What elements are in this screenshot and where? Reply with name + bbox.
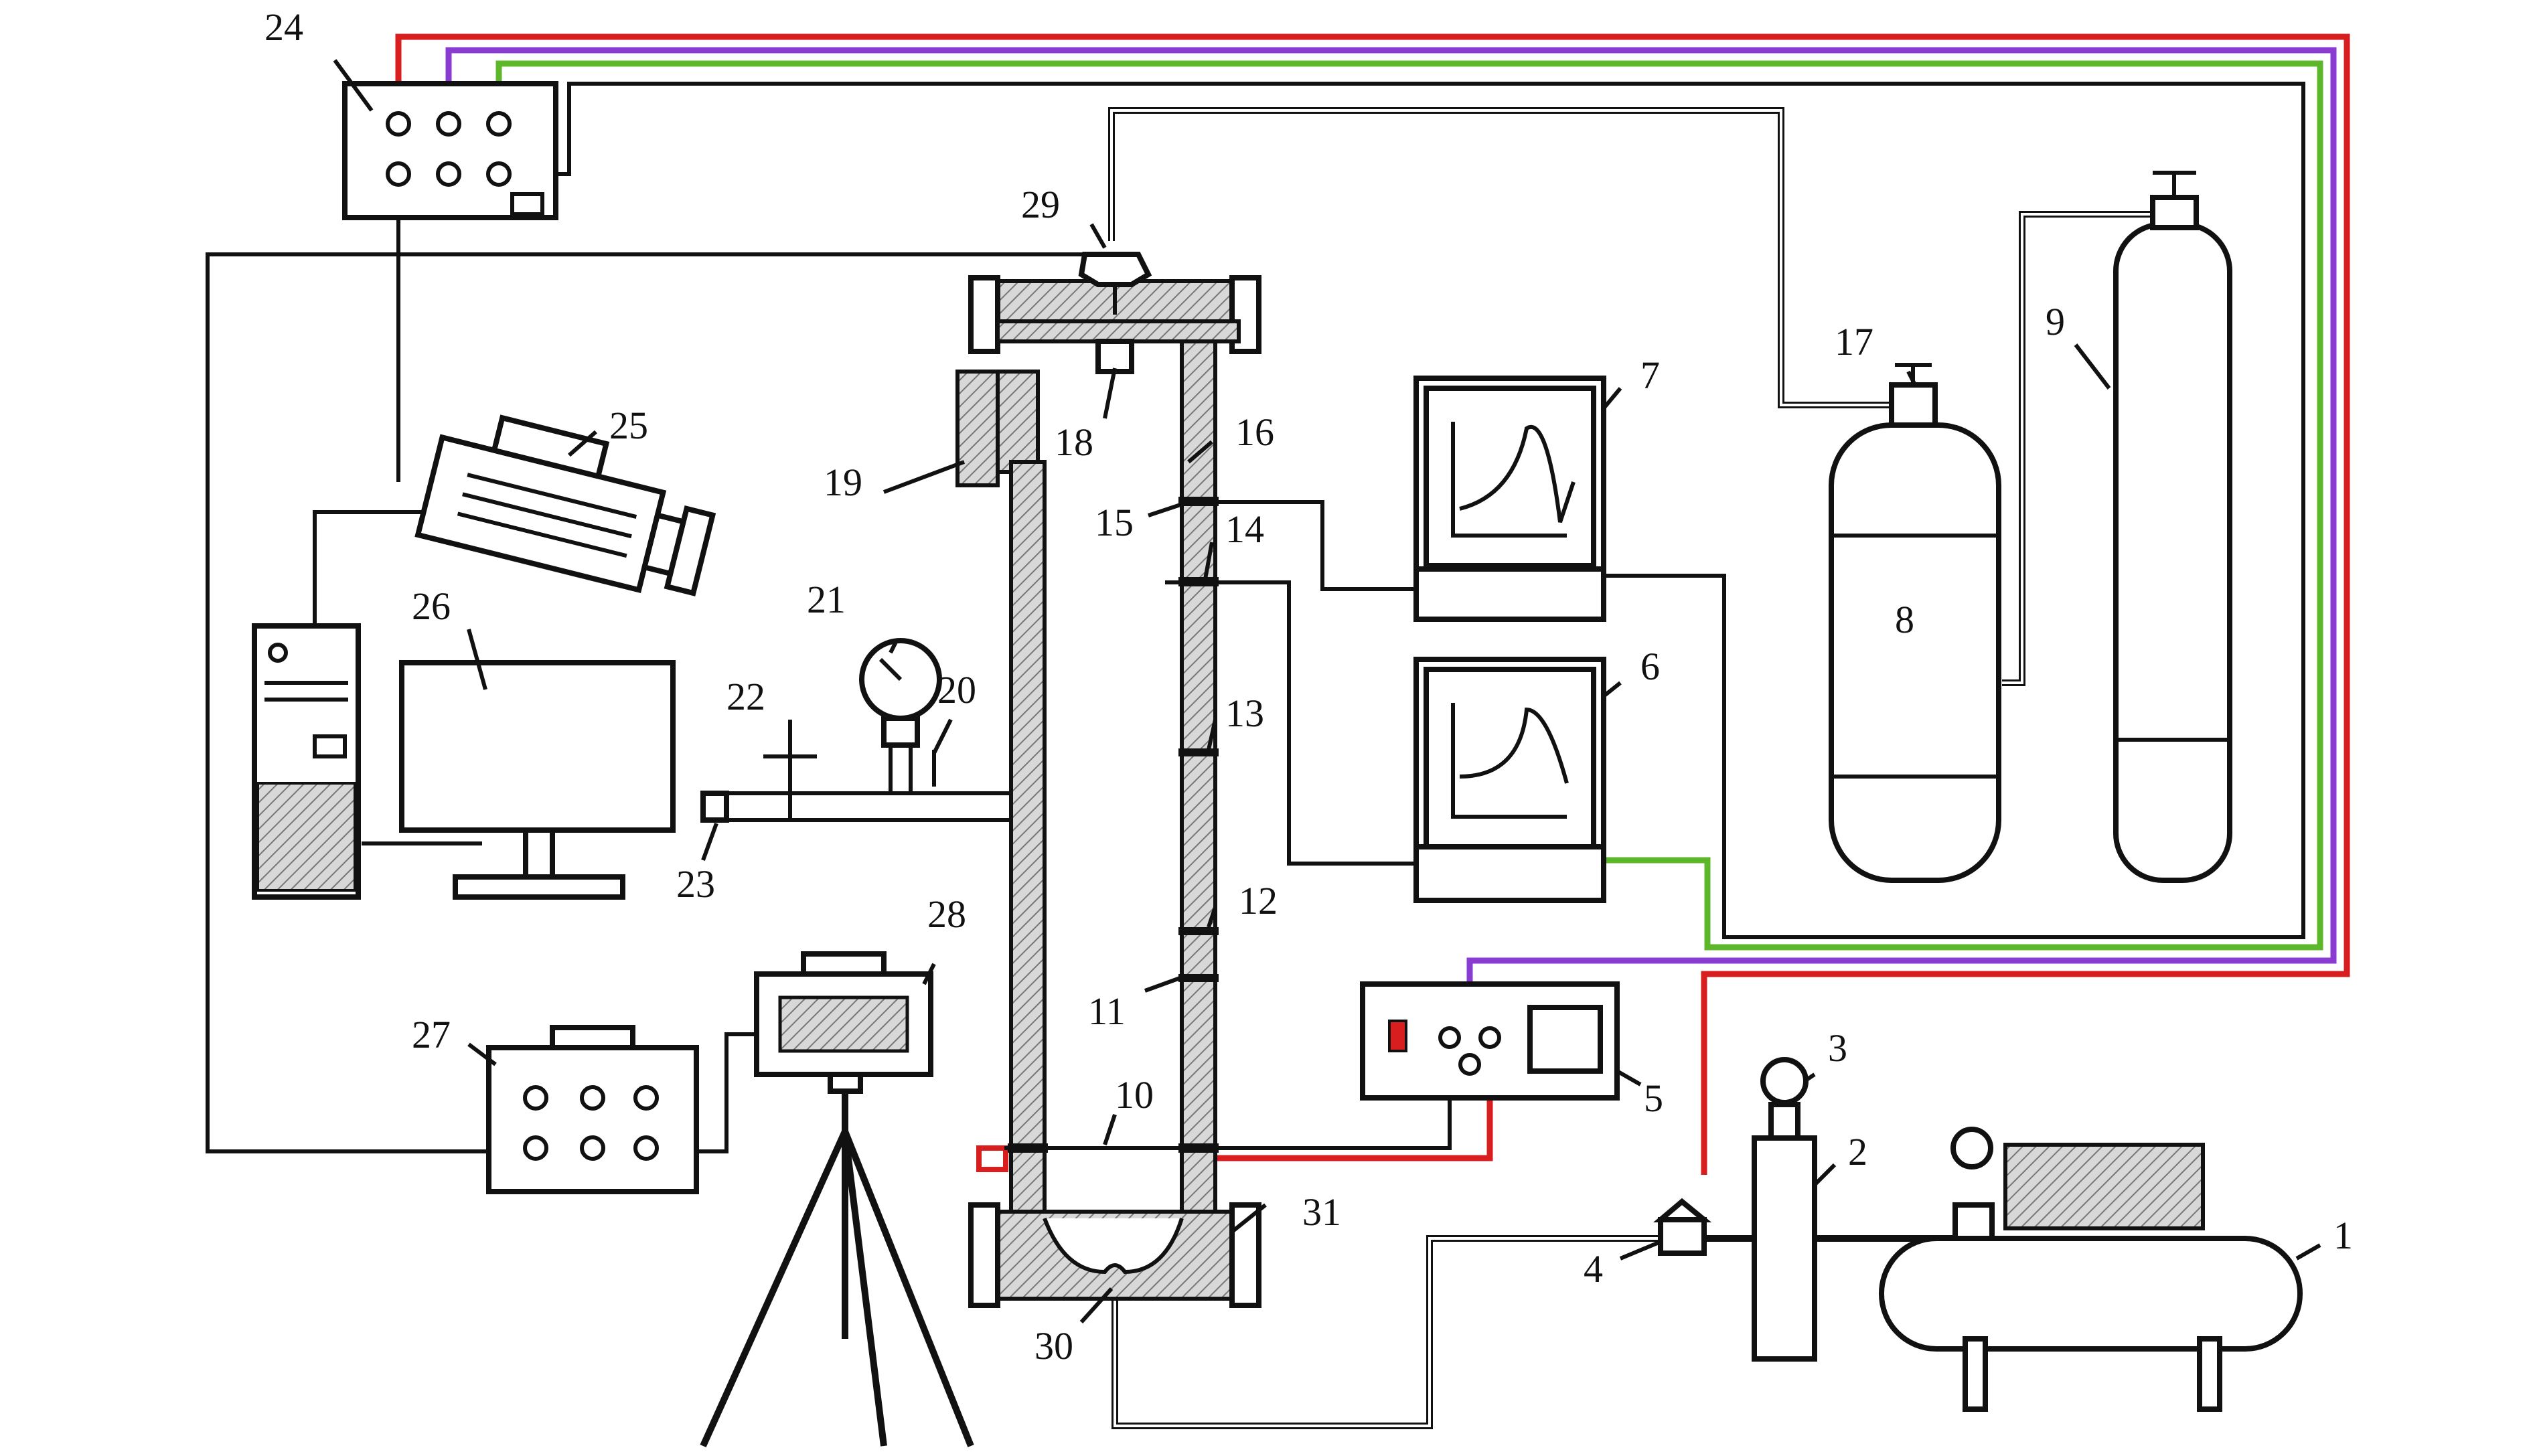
label-7: 7 bbox=[1640, 353, 1660, 397]
label-2: 2 bbox=[1848, 1130, 1867, 1174]
label-3: 3 bbox=[1828, 1026, 1847, 1070]
label-22: 22 bbox=[726, 675, 765, 718]
label-4: 4 bbox=[1584, 1247, 1603, 1291]
signal-generator-5 bbox=[1360, 981, 1620, 1101]
light-source-27 bbox=[486, 1025, 699, 1194]
label-8: 8 bbox=[1895, 598, 1914, 641]
leader-lines bbox=[333, 59, 2321, 1324]
label-23: 23 bbox=[676, 862, 715, 906]
inlet-gauge bbox=[700, 638, 942, 823]
label-21: 21 bbox=[807, 578, 846, 621]
red-wire bbox=[395, 33, 2350, 1175]
label-17: 17 bbox=[1835, 320, 1873, 363]
label-9: 9 bbox=[2046, 300, 2065, 343]
label-15: 15 bbox=[1095, 501, 1134, 544]
cylinder-9 bbox=[2113, 171, 2232, 883]
label-12: 12 bbox=[1239, 879, 1278, 922]
computer-26 bbox=[252, 623, 676, 900]
cylinder-8 bbox=[1829, 363, 2001, 883]
label-19: 19 bbox=[824, 461, 862, 504]
oscilloscope-6 bbox=[1413, 657, 1606, 903]
synchronizer-24 bbox=[342, 81, 558, 220]
red-wire-end-cap bbox=[976, 1145, 1008, 1172]
label-5: 5 bbox=[1644, 1076, 1663, 1120]
lamp-tripod-28 bbox=[700, 951, 974, 1448]
filter-2 bbox=[1653, 1057, 1817, 1362]
green-wire bbox=[495, 60, 2323, 951]
oscilloscope-7 bbox=[1413, 376, 1606, 622]
number-labels: 1 2 3 4 5 6 7 8 9 10 11 12 13 14 15 16 1… bbox=[264, 5, 2353, 1368]
detonation-tube bbox=[955, 252, 1261, 1308]
label-18: 18 bbox=[1055, 420, 1093, 464]
label-27: 27 bbox=[412, 1013, 451, 1056]
label-11: 11 bbox=[1088, 989, 1126, 1033]
purple-wire bbox=[445, 47, 2337, 1068]
label-16: 16 bbox=[1235, 410, 1274, 454]
label-28: 28 bbox=[927, 892, 966, 936]
connection-lines bbox=[206, 82, 2305, 1429]
label-31: 31 bbox=[1302, 1190, 1341, 1234]
label-13: 13 bbox=[1225, 692, 1264, 735]
compressor-1 bbox=[1879, 1127, 2303, 1412]
label-29: 29 bbox=[1021, 183, 1060, 226]
label-1: 1 bbox=[2333, 1214, 2353, 1257]
label-25: 25 bbox=[609, 404, 648, 447]
signal-wires bbox=[395, 33, 2350, 1175]
label-26: 26 bbox=[412, 584, 451, 628]
label-6: 6 bbox=[1640, 645, 1660, 688]
label-14: 14 bbox=[1225, 507, 1264, 551]
label-24: 24 bbox=[264, 5, 303, 49]
camera-25 bbox=[414, 414, 716, 596]
label-30: 30 bbox=[1034, 1324, 1073, 1368]
label-10: 10 bbox=[1115, 1073, 1154, 1117]
label-20: 20 bbox=[937, 668, 976, 712]
